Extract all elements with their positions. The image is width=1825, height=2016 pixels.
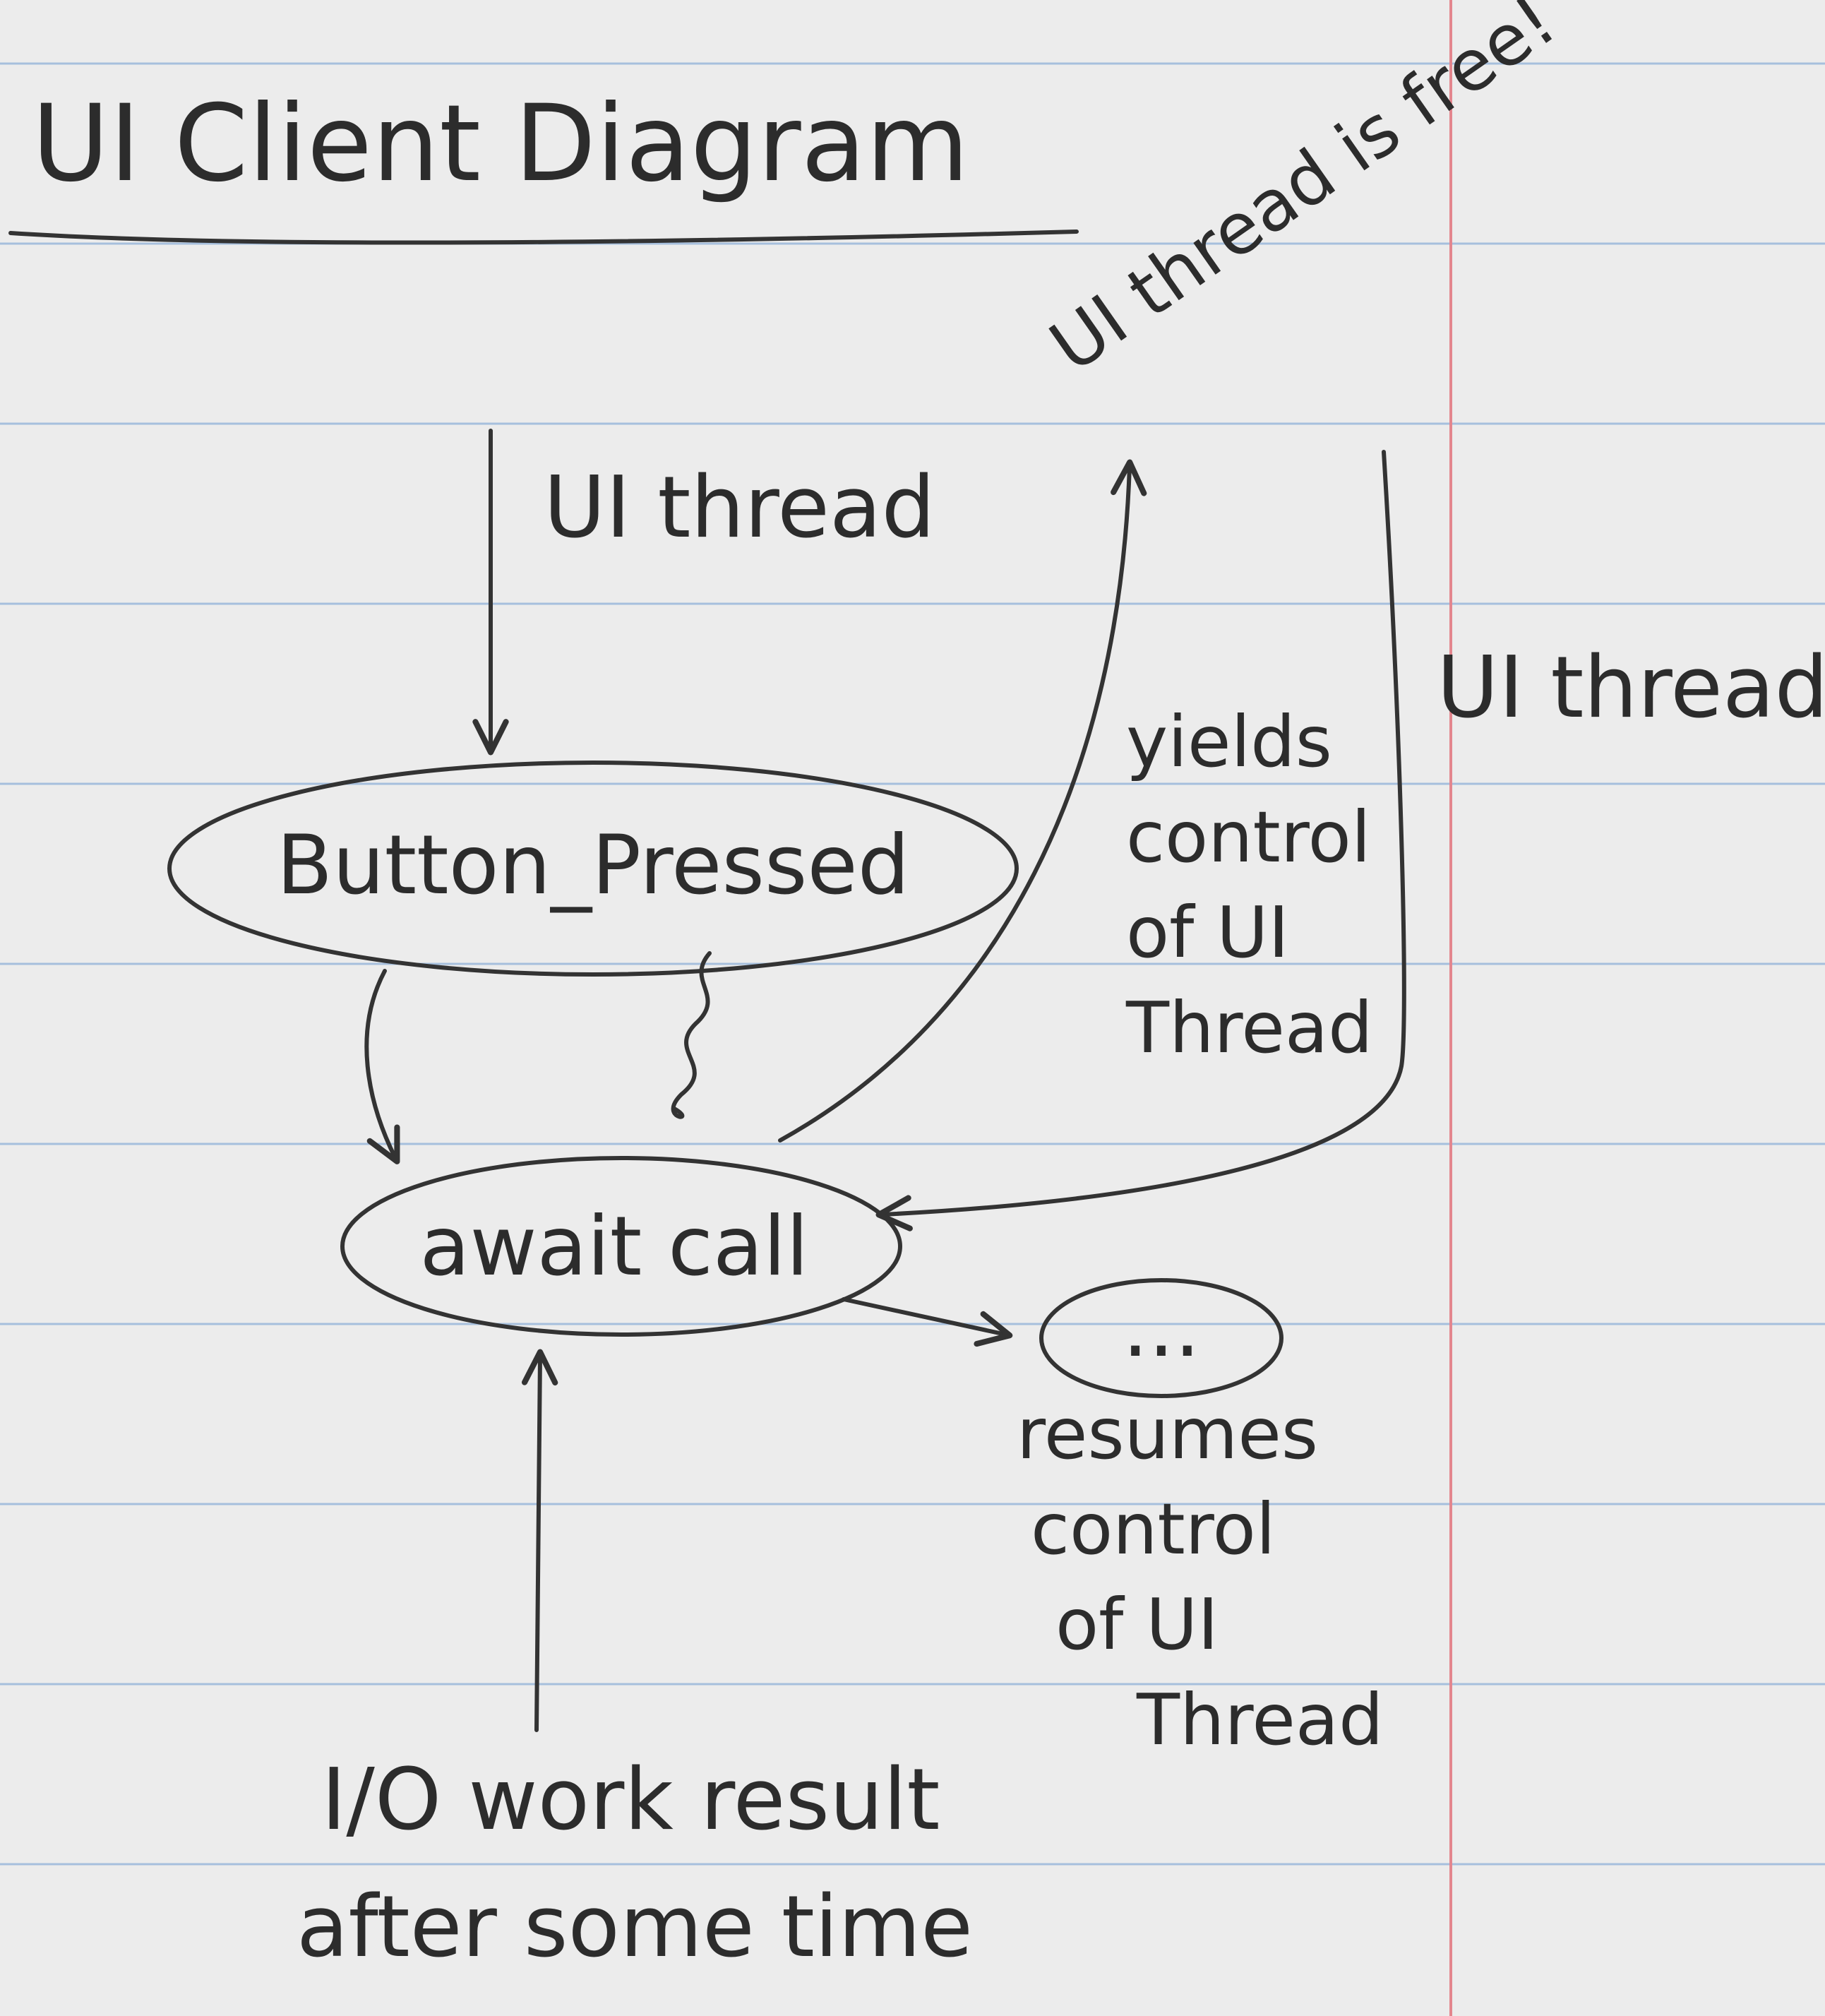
yields-line-2: control bbox=[1126, 796, 1371, 878]
await-call-node bbox=[340, 1156, 902, 1337]
io-result-line-2: after some time bbox=[297, 1878, 973, 1976]
io-result-arrow bbox=[521, 1349, 558, 1732]
io-result-line-1: I/O work result bbox=[321, 1751, 940, 1849]
await-to-continuation-arrow bbox=[842, 1297, 1013, 1347]
button-pressed-label: Button_Pressed bbox=[277, 818, 910, 913]
button-pressed-node bbox=[167, 761, 1019, 977]
continuation-node bbox=[1039, 1278, 1284, 1398]
button-to-await-arrow bbox=[364, 969, 400, 1164]
yields-line-3: of UI bbox=[1126, 891, 1289, 974]
ruled-lines bbox=[0, 62, 1825, 1866]
diagram-title: UI Client Diagram bbox=[32, 83, 969, 205]
yields-line-1: yields bbox=[1126, 700, 1332, 783]
ui-thread-return-arrow bbox=[875, 450, 1406, 1231]
scribble-mark bbox=[671, 951, 712, 1119]
yields-line-4: Thread bbox=[1125, 986, 1373, 1069]
await-call-label: await call bbox=[420, 1199, 809, 1294]
resumes-line-2: control bbox=[1031, 1488, 1276, 1570]
resumes-line-3: of UI bbox=[1055, 1583, 1219, 1666]
ui-thread-free-label: UI thread is free! bbox=[1036, 0, 1571, 388]
yields-control-arrow bbox=[778, 459, 1147, 1143]
title-underline bbox=[8, 229, 1079, 245]
resumes-line-4: Thread bbox=[1136, 1678, 1384, 1761]
resumes-line-1: resumes bbox=[1017, 1392, 1318, 1475]
continuation-label: ... bbox=[1123, 1280, 1201, 1376]
ui-thread-top-label: UI thread bbox=[544, 459, 935, 557]
ui-thread-right-label: UI thread bbox=[1437, 639, 1825, 737]
